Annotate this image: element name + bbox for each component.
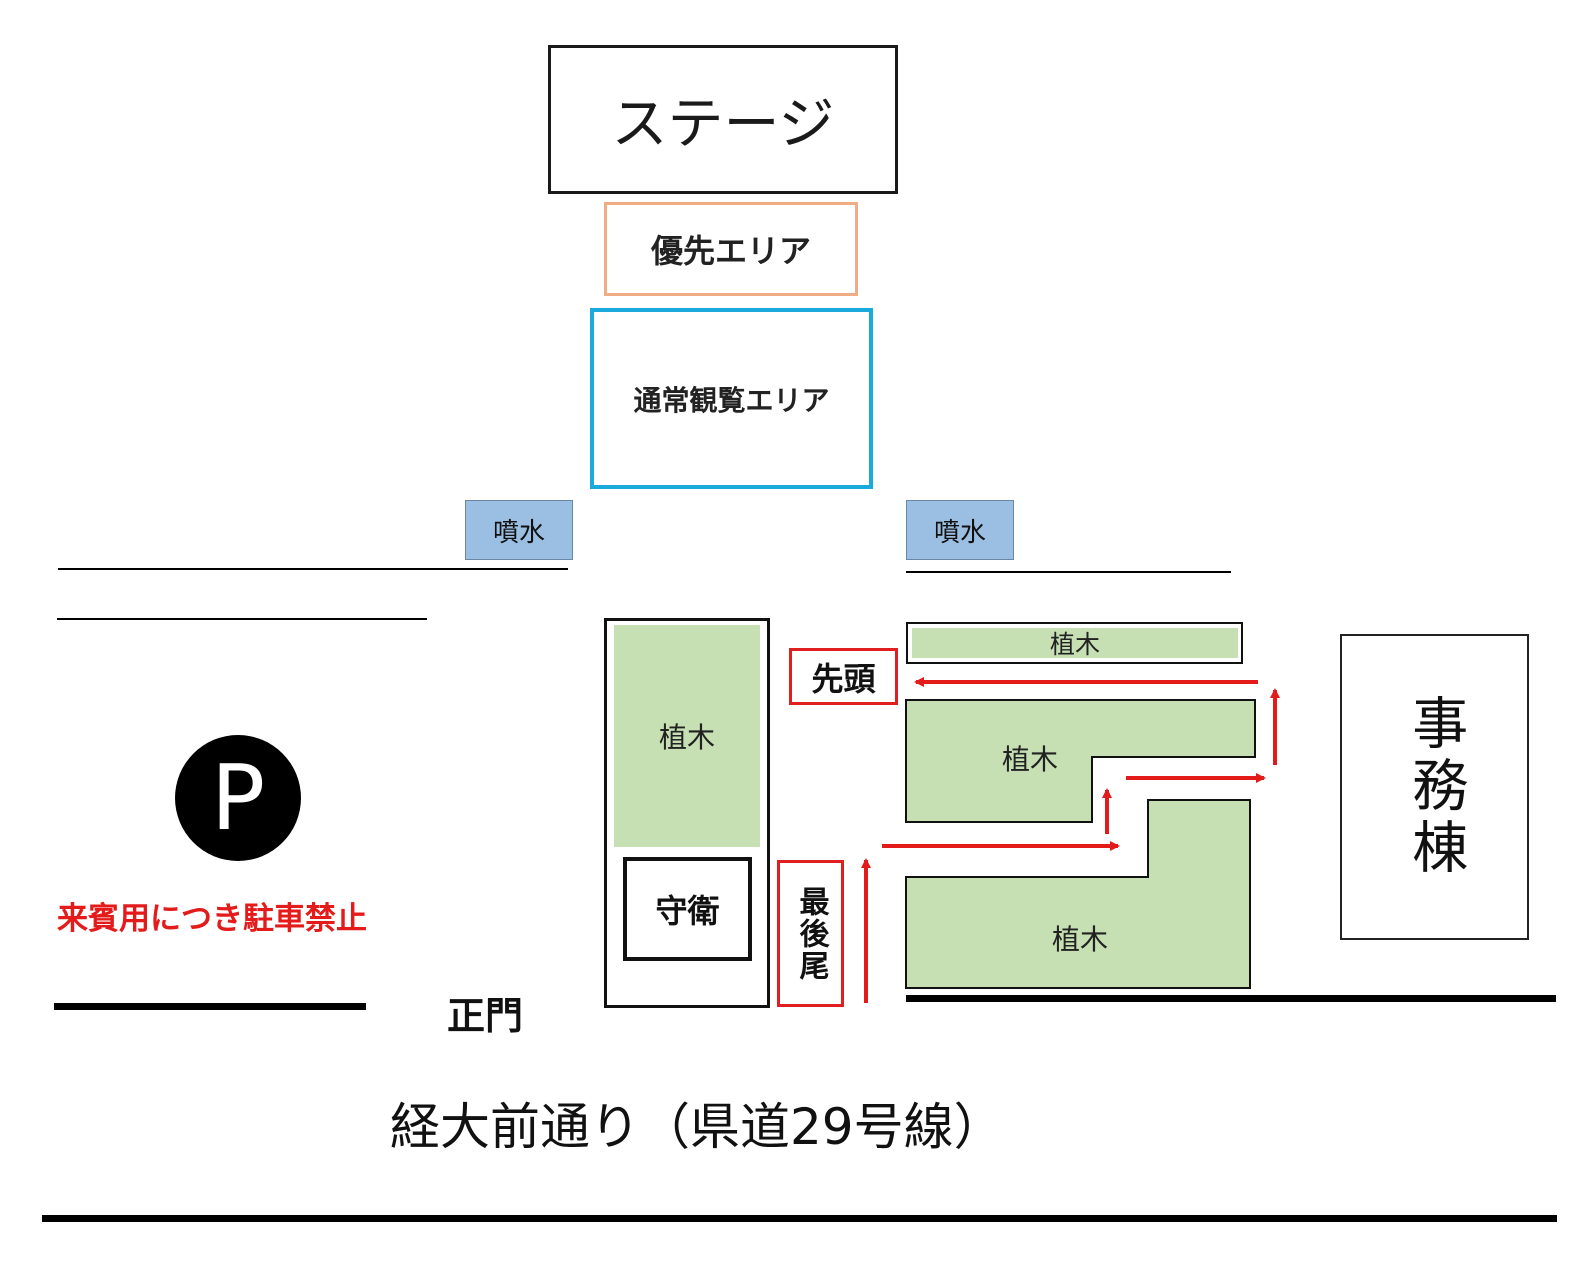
tree-left: 植木 bbox=[614, 625, 760, 847]
guard-house: 守衛 bbox=[623, 857, 752, 961]
no-parking-notice: 来賓用につき駐車禁止 bbox=[57, 901, 367, 937]
parking-icon: P bbox=[175, 735, 301, 861]
stage-box: ステージ bbox=[548, 45, 898, 194]
tree-bottom-label: 植木 bbox=[1051, 923, 1108, 956]
tree-strip-outline bbox=[906, 622, 1243, 664]
road-edge-line bbox=[42, 1215, 1557, 1222]
boundary-line-left bbox=[54, 1003, 366, 1010]
office-label: 事務棟 bbox=[1402, 694, 1468, 880]
boundary-line-right bbox=[906, 995, 1556, 1002]
tree-strip: 植木 bbox=[912, 628, 1238, 659]
fountain-right: 噴水 bbox=[906, 500, 1014, 560]
left-planter-outline bbox=[604, 618, 770, 1008]
main-gate-label: 正門 bbox=[447, 994, 524, 1038]
tree-middle-label: 植木 bbox=[1001, 743, 1058, 776]
path-line-upper-left bbox=[58, 568, 568, 570]
queue-head-label: 先頭 bbox=[789, 648, 898, 705]
road-name-label: 経大前通り（県道29号線） bbox=[390, 1098, 1004, 1156]
normal-viewing-area: 通常観覧エリア bbox=[590, 308, 873, 489]
path-line-right bbox=[906, 571, 1231, 573]
office-building: 事務棟 bbox=[1340, 634, 1529, 940]
fountain-left: 噴水 bbox=[465, 500, 573, 560]
priority-area: 優先エリア bbox=[604, 202, 858, 296]
queue-tail-label: 最後尾 bbox=[777, 860, 844, 1007]
path-line-lower-left bbox=[57, 618, 427, 620]
